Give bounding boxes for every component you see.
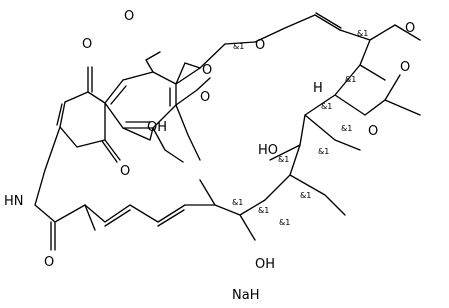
acetoxy-chain bbox=[299, 64, 366, 151]
quinone-double-bond bbox=[56, 103, 63, 126]
diene-double-bonds bbox=[104, 209, 185, 227]
aromatic-inner-bonds bbox=[110, 85, 171, 123]
atom-amide-nh: HN bbox=[4, 194, 24, 209]
stereo-label-9: &1 bbox=[232, 198, 243, 207]
stereo-label-2: &1 bbox=[357, 29, 368, 38]
atom-o-ester: O bbox=[368, 124, 378, 139]
aromatic-ring-bonds bbox=[104, 71, 177, 129]
stereo-label-4: &1 bbox=[321, 102, 332, 111]
stereo-label-11: &1 bbox=[279, 218, 290, 227]
atom-o-acetyl: O bbox=[400, 60, 410, 75]
hydroxy-chain bbox=[264, 144, 346, 216]
vinyl-ether-chain bbox=[199, 12, 342, 69]
ring-substituent-bonds bbox=[175, 77, 211, 161]
stereo-label-5: &1 bbox=[341, 124, 352, 133]
stereo-labels: &1 &1 &1 &1 &1 &1 &1 &1 &1 &1 &1 bbox=[232, 29, 368, 227]
stereo-label-7: &1 bbox=[278, 155, 289, 164]
atom-hydrogen: H bbox=[313, 81, 323, 96]
stereo-label-10: &1 bbox=[258, 206, 269, 215]
atom-o-ring-ether: O bbox=[200, 90, 210, 105]
stereo-label-8: &1 bbox=[300, 191, 311, 200]
atom-o-lactone: O bbox=[202, 63, 212, 78]
furanone-ring-bonds bbox=[145, 51, 201, 85]
diene-chain bbox=[84, 204, 216, 223]
counter-ion-label: NaH bbox=[232, 288, 259, 303]
atom-phenol-hydroxy: OH bbox=[147, 120, 167, 135]
atom-mid-hydroxy: HO bbox=[258, 143, 278, 158]
stereo-label-1: &1 bbox=[233, 42, 244, 51]
atom-o-vinyl-ether: O bbox=[255, 38, 265, 53]
lower-chain bbox=[199, 179, 266, 241]
atom-o-methoxy: O bbox=[405, 21, 415, 36]
atom-o-quinone-low: O bbox=[120, 164, 130, 179]
amide-chain bbox=[34, 126, 96, 251]
acetyl-group bbox=[364, 74, 421, 116]
atom-o-amide: O bbox=[44, 255, 54, 270]
quinone-ring-bonds bbox=[59, 66, 106, 148]
atom-o-quinone-top: O bbox=[82, 37, 92, 52]
atom-o-ketone-top: O bbox=[124, 9, 134, 24]
bond-network bbox=[34, 12, 421, 251]
quinone-carbonyl bbox=[101, 139, 121, 163]
phenol-ring-bonds bbox=[122, 127, 184, 163]
stereo-label-3: &1 bbox=[345, 75, 356, 84]
atom-labels: O O O O O O O O O O OH HO OH HN H bbox=[4, 9, 415, 272]
stereo-label-6: &1 bbox=[318, 147, 329, 156]
methoxy-chain bbox=[339, 24, 421, 81]
atom-low-hydroxy: OH bbox=[255, 257, 275, 272]
